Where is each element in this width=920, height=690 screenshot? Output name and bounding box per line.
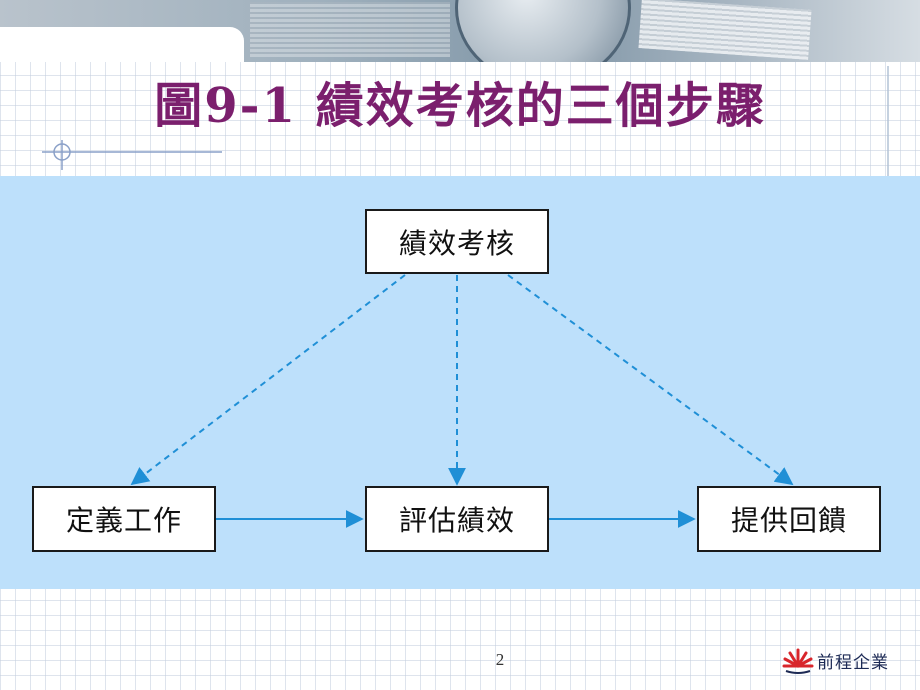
clock-graphic (455, 0, 631, 62)
diagram-panel: 績效考核 定義工作 評估績效 提供回饋 (0, 176, 920, 589)
node-performance-appraisal: 績效考核 (365, 209, 549, 274)
slide-title: 圖9-1 績效考核的三個步驟 (154, 78, 766, 134)
dashed-arrow-to-feedback (507, 274, 794, 486)
newspaper-graphic (250, 2, 450, 57)
sunburst-logo-icon (782, 648, 814, 674)
node-define-job: 定義工作 (32, 486, 216, 552)
banner-tab (0, 27, 244, 62)
diagram-arrows (130, 274, 794, 528)
decorative-lines (42, 66, 889, 176)
publisher-logo: 前程企業 (782, 643, 889, 677)
page-number: 2 (495, 650, 505, 669)
node-evaluate-performance: 評估績效 (365, 486, 549, 552)
node-provide-feedback: 提供回饋 (697, 486, 881, 552)
header-banner-image (0, 0, 920, 62)
dashed-arrow-to-define (130, 274, 406, 486)
publisher-name: 前程企業 (817, 652, 889, 673)
